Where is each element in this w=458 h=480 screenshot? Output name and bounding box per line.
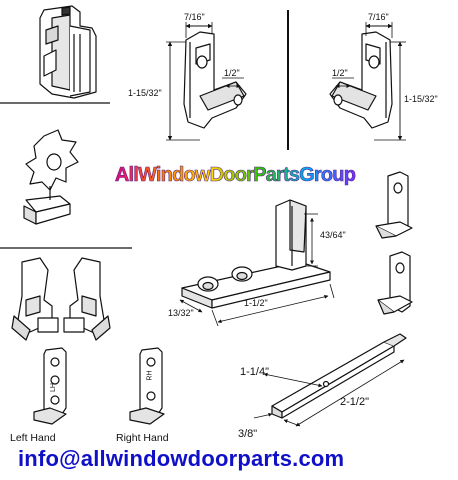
bracket-part-right	[329, 31, 393, 129]
small-bracket-part-lower	[377, 251, 413, 315]
dim-bar-length: 2-1/2"	[340, 396, 369, 408]
dim-left-height: 1-15/32"	[128, 88, 162, 98]
bracket-pair-part	[11, 257, 111, 341]
dim-base-height: 43/64"	[320, 230, 346, 240]
base-plate-part	[181, 199, 331, 309]
right-hand-part	[129, 347, 165, 425]
dim-right-width: 7/16"	[368, 12, 389, 22]
small-bracket-part-upper	[375, 171, 413, 239]
star-cam-part	[23, 129, 79, 225]
left-hand-caption: Left Hand	[10, 432, 56, 444]
long-bar-part	[271, 333, 407, 419]
right-hand-caption: Right Hand	[116, 432, 169, 444]
company-logo: AllWindowDoorPartsGroup	[115, 164, 357, 187]
left-hand-mark: LH	[49, 383, 57, 392]
dim-left-offset: 1/2"	[224, 68, 240, 78]
dim-base-width: 13/32"	[168, 308, 194, 318]
left-hand-part	[33, 347, 67, 425]
bracket-part-left	[183, 31, 247, 129]
bracket-part-top-left	[39, 5, 97, 99]
dim-bar-offset: 1-1/4"	[240, 366, 269, 378]
dim-base-length: 1-1/2"	[244, 298, 268, 308]
dim-left-width: 7/16"	[184, 12, 205, 22]
dim-right-height: 1-15/32"	[404, 94, 438, 104]
svg-text:AllWindowDoorPartsGroup: AllWindowDoorPartsGroup	[115, 164, 356, 186]
dim-right-offset: 1/2"	[332, 68, 348, 78]
right-hand-mark: RH	[146, 370, 154, 381]
dim-bar-width: 3/8"	[238, 428, 258, 440]
contact-email[interactable]: info@allwindowdoorparts.com	[18, 446, 345, 471]
